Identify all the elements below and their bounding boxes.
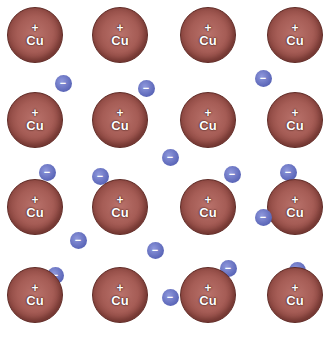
copper-ion: +Cu: [92, 92, 148, 148]
copper-ion: +Cu: [267, 179, 323, 235]
charge-sign: +: [116, 195, 123, 206]
copper-ion: +Cu: [267, 7, 323, 63]
element-symbol: Cu: [199, 294, 216, 308]
copper-ion: +Cu: [267, 92, 323, 148]
copper-ion: +Cu: [92, 7, 148, 63]
charge-sign: −: [225, 263, 231, 274]
electron: −: [255, 70, 272, 87]
element-symbol: Cu: [26, 294, 43, 308]
charge-sign: +: [31, 23, 38, 34]
charge-sign: −: [285, 167, 291, 178]
charge-sign: −: [229, 169, 235, 180]
charge-sign: +: [116, 108, 123, 119]
charge-sign: +: [116, 283, 123, 294]
element-symbol: Cu: [111, 119, 128, 133]
charge-sign: +: [31, 108, 38, 119]
copper-ion: +Cu: [180, 179, 236, 235]
electron: −: [138, 80, 155, 97]
element-symbol: Cu: [199, 119, 216, 133]
electron: −: [39, 164, 56, 181]
copper-ion: +Cu: [180, 92, 236, 148]
element-symbol: Cu: [286, 206, 303, 220]
electron: −: [224, 166, 241, 183]
element-symbol: Cu: [111, 34, 128, 48]
charge-sign: +: [116, 23, 123, 34]
copper-ion: +Cu: [7, 92, 63, 148]
charge-sign: −: [60, 78, 66, 89]
charge-sign: +: [204, 108, 211, 119]
electron: −: [280, 164, 297, 181]
charge-sign: −: [75, 235, 81, 246]
charge-sign: +: [31, 195, 38, 206]
element-symbol: Cu: [111, 294, 128, 308]
charge-sign: +: [291, 23, 298, 34]
element-symbol: Cu: [286, 294, 303, 308]
electron: −: [162, 289, 179, 306]
copper-ion: +Cu: [92, 179, 148, 235]
charge-sign: −: [152, 245, 158, 256]
copper-ion: +Cu: [7, 7, 63, 63]
electron: −: [255, 209, 272, 226]
copper-ion: +Cu: [7, 179, 63, 235]
copper-ion: +Cu: [267, 267, 323, 323]
charge-sign: −: [167, 292, 173, 303]
copper-ion: +Cu: [180, 267, 236, 323]
copper-ion: +Cu: [7, 267, 63, 323]
charge-sign: +: [291, 283, 298, 294]
charge-sign: +: [291, 195, 298, 206]
element-symbol: Cu: [26, 119, 43, 133]
charge-sign: −: [44, 167, 50, 178]
element-symbol: Cu: [111, 206, 128, 220]
charge-sign: +: [204, 195, 211, 206]
electron: −: [70, 232, 87, 249]
electron: −: [162, 149, 179, 166]
element-symbol: Cu: [199, 206, 216, 220]
element-symbol: Cu: [26, 34, 43, 48]
charge-sign: +: [31, 283, 38, 294]
electron: −: [55, 75, 72, 92]
charge-sign: +: [291, 108, 298, 119]
element-symbol: Cu: [286, 34, 303, 48]
copper-ion: +Cu: [92, 267, 148, 323]
element-symbol: Cu: [26, 206, 43, 220]
charge-sign: +: [204, 23, 211, 34]
element-symbol: Cu: [286, 119, 303, 133]
element-symbol: Cu: [199, 34, 216, 48]
charge-sign: −: [260, 212, 266, 223]
charge-sign: −: [97, 171, 103, 182]
charge-sign: −: [260, 73, 266, 84]
charge-sign: +: [204, 283, 211, 294]
charge-sign: −: [167, 152, 173, 163]
copper-ion: +Cu: [180, 7, 236, 63]
charge-sign: −: [143, 83, 149, 94]
electron: −: [147, 242, 164, 259]
